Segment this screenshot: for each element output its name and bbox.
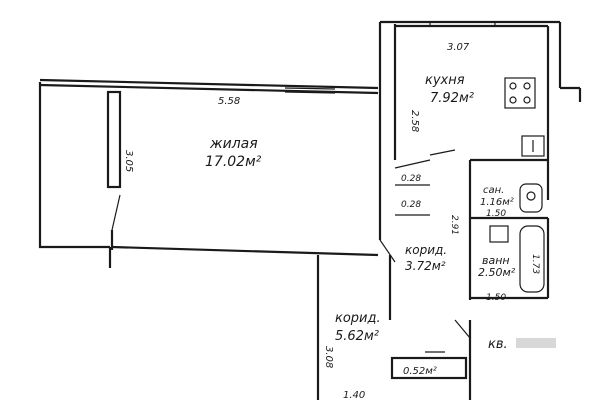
dim-wc-width: 1.50 xyxy=(486,209,506,219)
kitchen-area: 7.92м² xyxy=(430,91,474,106)
dim-bath-width: 1.50 xyxy=(486,293,506,303)
wc-walls xyxy=(470,183,548,220)
living-name: жилая xyxy=(209,136,258,152)
wc-area: 1.16м² xyxy=(480,197,514,208)
dim-niche-bottom: 0.28 xyxy=(401,200,421,210)
living-room-walls xyxy=(38,78,379,268)
niche xyxy=(394,149,456,216)
bath-name: ванн xyxy=(482,254,510,267)
dim-wc-side: 2.91 xyxy=(449,215,459,235)
corridor-small-area: 3.72м² xyxy=(405,259,446,273)
bath-walls xyxy=(470,218,550,300)
dim-niche-top: 0.28 xyxy=(401,174,421,184)
apartment-label: кв. xyxy=(488,337,508,352)
kitchen-sink-icon xyxy=(521,135,545,157)
dim-kitchen-width: 3.07 xyxy=(447,42,470,53)
corridor-main-area: 5.62м² xyxy=(335,329,379,344)
dim-bath-length: 1.73 xyxy=(530,254,540,274)
dim-living-width: 5.58 xyxy=(218,96,240,107)
kitchen-walls xyxy=(378,20,582,300)
wc-name: сан. xyxy=(483,185,504,196)
redacted-apartment-number xyxy=(516,338,556,348)
dim-living-height: 3.05 xyxy=(123,150,134,172)
dim-kitchen-height: 2.58 xyxy=(409,110,420,132)
corridor-small-name: корид. xyxy=(405,243,447,257)
living-area: 17.02м² xyxy=(205,154,262,170)
corridor-main-name: корид. xyxy=(335,311,381,326)
bath-area: 2.50м² xyxy=(478,266,516,279)
kitchen-name: кухня xyxy=(425,73,465,88)
corridor-walls xyxy=(316,239,472,400)
dim-corridor-height: 3.08 xyxy=(323,346,334,368)
closet-area: 0.52м² xyxy=(403,366,437,377)
dim-corridor-width: 1.40 xyxy=(343,390,365,400)
stove-icon xyxy=(504,77,536,109)
